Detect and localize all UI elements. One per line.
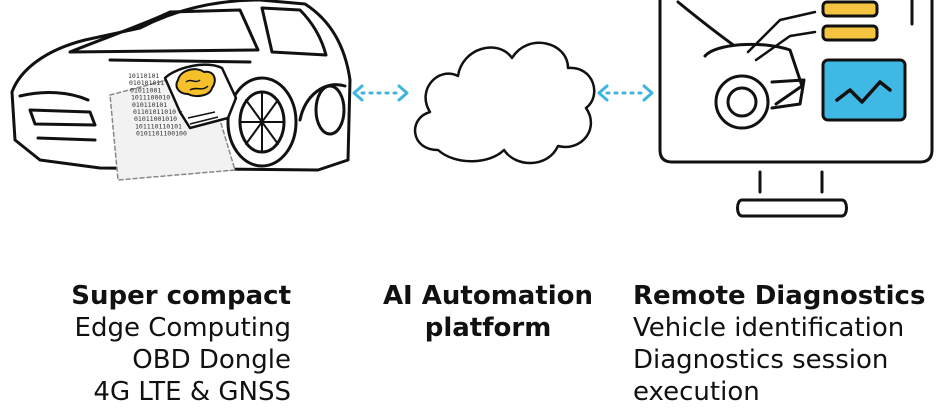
binary-line: 01011001 [130,86,161,94]
binary-line: 01011001010 [134,115,177,123]
remote-diagnostics-line-1: Vehicle identification [633,313,905,343]
platform-description: AI Automation platform [370,280,606,344]
edge-device-heading: Super compact [71,281,291,311]
platform-heading-line-2: platform [424,313,552,343]
edge-device-line-2: OBD Dongle [132,345,291,375]
binary-line: 010110101 [132,101,167,109]
binary-line: 1011100010 [131,94,170,102]
binary-line: 01101011010 [133,108,176,116]
monitor-diagnostics-icon [658,0,934,218]
edge-device-description: Super compact Edge Computing OBD Dongle … [71,280,291,408]
binary-line: 010101011 [129,79,164,87]
bidirectional-dotted-arrow-icon [352,84,409,102]
obd-dongle-icon [163,63,238,130]
bidirectional-dotted-arrow-icon [597,84,654,102]
cloud-icon [413,41,596,165]
remote-diagnostics-description: Remote Diagnostics Vehicle identificatio… [633,280,925,408]
binary-line: 10110101 [128,72,159,80]
binary-data-stream: 1011010101010101101011001101110001001011… [128,72,187,138]
edge-device-line-1: Edge Computing [74,313,291,343]
remote-diagnostics-line-3: execution [633,377,760,407]
edge-device-line-3: 4G LTE & GNSS [93,377,291,407]
binary-line: 0101101100100 [136,130,187,138]
binary-line: 101110110101 [135,122,182,130]
platform-heading-line-1: AI Automation [382,281,594,311]
remote-diagnostics-line-2: Diagnostics session [633,345,889,375]
remote-diagnostics-heading: Remote Diagnostics [633,281,926,311]
